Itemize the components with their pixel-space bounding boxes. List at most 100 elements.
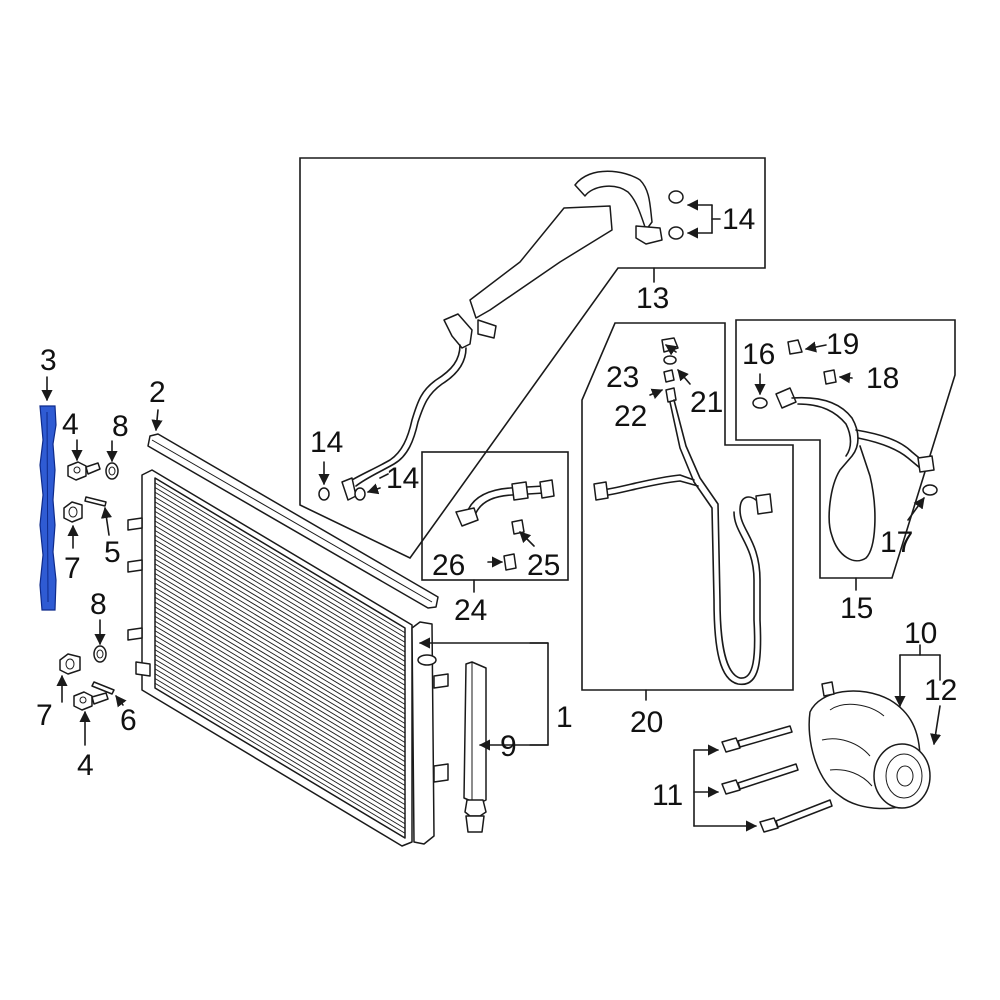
seal-part-3[interactable]	[39, 405, 57, 611]
label-part-8-upper: 8	[112, 410, 129, 443]
label-part-14-a: 14	[722, 203, 755, 236]
condenser-tube	[154, 587, 406, 739]
pin-part-6[interactable]	[91, 681, 115, 695]
bolt-part-11-c[interactable]	[759, 799, 833, 833]
clutch-part-12[interactable]	[873, 743, 931, 809]
condenser-tube	[154, 496, 406, 648]
condenser-part-1[interactable]	[127, 469, 449, 847]
condenser-fins	[154, 477, 406, 839]
callout-box-24	[421, 451, 569, 581]
label-part-21: 21	[690, 386, 723, 419]
condenser-tube	[154, 596, 406, 748]
seal-part-2[interactable]	[147, 433, 439, 609]
condenser-tube	[154, 573, 406, 724]
condenser-tube	[154, 606, 406, 758]
label-part-4-lower: 4	[77, 749, 94, 782]
label-part-12: 12	[924, 674, 957, 707]
bolt-part-11-a[interactable]	[721, 725, 793, 753]
label-part-17: 17	[880, 526, 913, 559]
label-part-25: 25	[527, 549, 560, 582]
condenser-tube	[154, 477, 406, 629]
condenser-tube	[154, 678, 406, 829]
condenser-tube	[154, 601, 406, 753]
label-part-26: 26	[432, 549, 465, 582]
condenser-tube	[154, 630, 406, 782]
condenser-tube	[154, 511, 406, 662]
leader-lines	[41, 199, 942, 832]
hose-part-13[interactable]	[341, 170, 663, 501]
label-part-9: 9	[500, 730, 517, 763]
condenser-tube	[154, 635, 406, 786]
bolt-part-4-upper[interactable]	[67, 461, 101, 481]
bolt-part-11-b[interactable]	[721, 763, 799, 795]
condenser-tube	[154, 554, 406, 705]
condenser-tube	[154, 530, 406, 681]
condenser-tube	[154, 654, 406, 805]
cap-part-26[interactable]	[503, 553, 517, 571]
pin-part-5[interactable]	[84, 496, 107, 507]
label-part-5: 5	[104, 536, 121, 569]
nut-part-7-upper[interactable]	[63, 501, 83, 523]
condenser-tube	[154, 558, 406, 710]
condenser-tube	[154, 611, 406, 762]
condenser-tube	[154, 482, 406, 634]
label-part-20: 20	[630, 706, 663, 739]
condenser-tube	[154, 563, 406, 715]
condenser-tube	[154, 625, 406, 777]
label-part-7-upper: 7	[64, 552, 81, 585]
condenser-tube	[154, 673, 406, 825]
condenser-tube	[154, 491, 406, 643]
label-part-7-lower: 7	[36, 699, 53, 732]
label-part-19: 19	[826, 328, 859, 361]
condenser-tube	[154, 682, 406, 834]
washer-part-8-upper[interactable]	[105, 462, 119, 480]
label-part-10: 10	[904, 617, 937, 650]
label-part-14-c: 14	[386, 462, 419, 495]
label-part-8-lower: 8	[90, 588, 107, 621]
label-part-6: 6	[120, 704, 137, 737]
condenser-tube	[154, 539, 406, 691]
condenser-tube	[154, 501, 406, 653]
condenser-tube	[154, 616, 406, 767]
label-part-13: 13	[636, 282, 669, 315]
bolt-part-4-lower[interactable]	[73, 691, 109, 711]
line-part-15[interactable]	[752, 339, 938, 562]
nut-part-7-lower[interactable]	[59, 653, 81, 675]
label-part-18: 18	[866, 362, 899, 395]
condenser-tube	[154, 659, 406, 810]
valve-core-part-25[interactable]	[511, 519, 525, 535]
condenser-tube	[154, 582, 406, 734]
washer-part-8-lower[interactable]	[93, 645, 107, 663]
label-part-11: 11	[652, 779, 683, 812]
label-part-4-upper: 4	[62, 408, 79, 441]
condenser-tube	[154, 544, 406, 696]
condenser-tube	[154, 549, 406, 700]
condenser-tube	[154, 687, 406, 839]
condenser-tube	[154, 525, 406, 677]
condenser-tube	[154, 663, 406, 815]
condenser-tube	[154, 620, 406, 772]
oring-part-14-c[interactable]	[354, 487, 366, 501]
drier-part-9[interactable]	[463, 661, 487, 833]
condenser-tube	[154, 644, 406, 796]
condenser-tube	[154, 506, 406, 657]
condenser-tube	[154, 649, 406, 801]
label-part-1: 1	[556, 701, 573, 734]
label-part-16: 16	[742, 338, 775, 371]
condenser-tube	[154, 520, 406, 672]
condenser-tube	[154, 487, 406, 638]
label-part-24: 24	[454, 594, 487, 627]
hose-part-24[interactable]	[455, 479, 555, 527]
label-part-3: 3	[40, 344, 57, 377]
line-part-20[interactable]	[593, 337, 773, 686]
callout-box-20	[581, 322, 794, 691]
label-part-22: 22	[614, 400, 647, 433]
condenser-tube	[154, 639, 406, 791]
condenser-tube	[154, 568, 406, 720]
label-part-23: 23	[606, 361, 639, 394]
condenser-tube	[154, 534, 406, 686]
oring-part-14-b[interactable]	[318, 487, 330, 501]
condenser-tube	[154, 668, 406, 820]
oring-part-14-a[interactable]	[668, 190, 684, 240]
